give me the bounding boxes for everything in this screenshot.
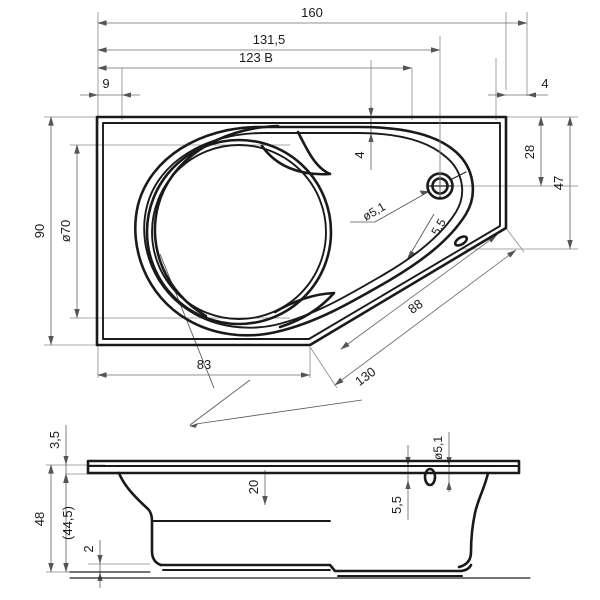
dim-label-inner-4: 4 <box>352 151 367 158</box>
dim-label-123-b: 123 B <box>239 50 273 65</box>
section-projection-leaders <box>189 379 363 428</box>
dim-label-47: 47 <box>551 176 566 190</box>
dim-basin-diameter-70: ø70 <box>58 144 80 319</box>
section-rim-slab <box>86 459 521 475</box>
overflow-hole <box>453 235 469 247</box>
dim-label-5-5-section: 5,5 <box>389 496 404 514</box>
dim-width-90: 90 <box>32 116 54 346</box>
leader-basin-to-83 <box>159 253 215 389</box>
dim-water-depth-20: 20 <box>246 470 268 506</box>
dim-label-160: 160 <box>301 5 323 20</box>
dim-label-131-5: 131,5 <box>253 32 286 47</box>
section-overflow-hole <box>423 467 437 487</box>
tub-outer-outline <box>95 115 508 347</box>
tub-inner-rim-outline <box>102 122 501 340</box>
dim-length-123-b: 123 B <box>97 50 413 120</box>
dim-label-drain-51-section: ø5,1 <box>431 436 445 460</box>
dim-label-3-5: 3,5 <box>47 431 62 449</box>
dim-label-88: 88 <box>405 296 426 317</box>
dim-label-90: 90 <box>32 224 47 238</box>
section-view-group: 3,5 48 (44,5) 2 20 <box>32 379 531 588</box>
dim-diagonal-88: 88 <box>340 234 498 350</box>
dim-label-44-5: (44,5) <box>60 506 75 540</box>
lower-fillet-curve <box>273 291 336 329</box>
dim-right-47: 47 <box>551 116 573 250</box>
dim-bottom-83: 83 <box>97 357 311 378</box>
section-bottom-profile <box>159 563 473 573</box>
dim-length-131-5: 131,5 <box>97 32 441 53</box>
dim-label-70: ø70 <box>58 220 73 242</box>
section-left-wall <box>117 471 163 567</box>
dim-label-28: 28 <box>522 145 537 159</box>
dim-drain-diameter-section: ø5,1 <box>431 432 452 492</box>
dim-label-9: 9 <box>102 76 109 91</box>
circular-basin-floor-inner <box>151 144 327 320</box>
circular-basin-floor <box>145 138 333 326</box>
upper-fillet-curve <box>260 130 332 176</box>
headrest-sweep-curve <box>153 124 280 318</box>
dim-overall-length-160: 160 <box>97 5 528 26</box>
section-right-wall <box>457 471 490 569</box>
dim-label-2: 2 <box>81 545 96 552</box>
bathing-well-outer-contour <box>134 125 475 337</box>
dim-offset-9: 9 <box>80 76 140 98</box>
dim-right-28: 28 <box>522 116 544 187</box>
dim-label-83: 83 <box>197 357 211 372</box>
plan-view-group: 160 131,5 123 B 9 <box>32 5 578 389</box>
dim-foot-clearance-2: 2 <box>81 540 103 588</box>
dim-label-right-4: 4 <box>541 76 548 91</box>
dim-label-20: 20 <box>246 480 261 494</box>
dim-label-48: 48 <box>32 512 47 526</box>
dim-offset-right-4: 4 <box>488 76 549 98</box>
dim-inner-height-44-5: (44,5) <box>60 473 75 573</box>
dim-total-height-48: 48 <box>32 464 54 573</box>
